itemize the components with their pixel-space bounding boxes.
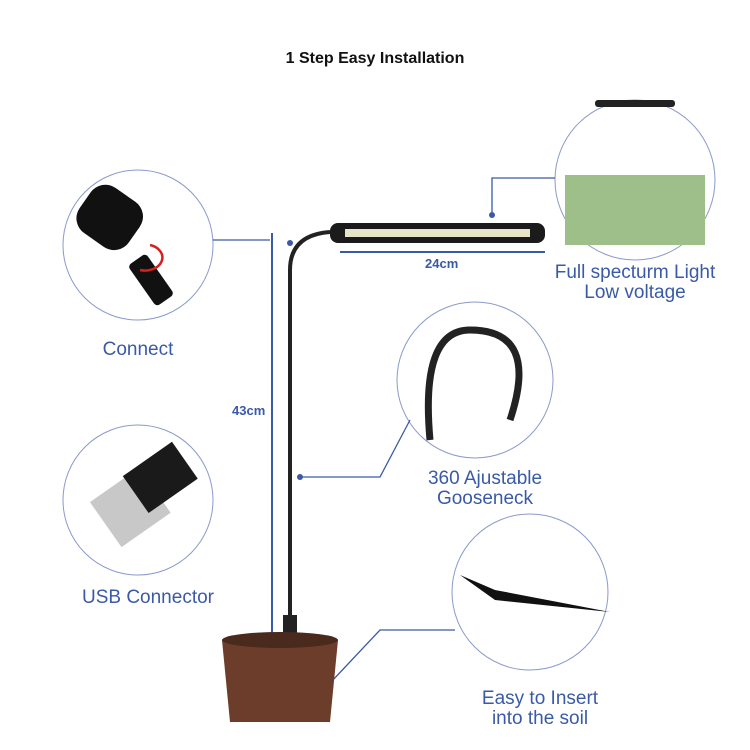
width-dimension: 24cm bbox=[425, 256, 459, 271]
soil-label-1: Easy to Insert bbox=[481, 688, 599, 709]
gooseneck-label-1: 360 Ajustable bbox=[427, 468, 543, 489]
light-label-2: Low voltage bbox=[584, 282, 686, 303]
gooseneck-circle bbox=[396, 301, 554, 459]
usb-label: USB Connector bbox=[81, 587, 214, 608]
gooseneck bbox=[288, 230, 331, 625]
soil-circle bbox=[451, 513, 609, 671]
connect-circle bbox=[62, 169, 214, 321]
height-dimension: 43cm bbox=[232, 403, 266, 418]
usb-circle bbox=[62, 424, 214, 576]
pot bbox=[222, 640, 338, 722]
title: 1 Step Easy Installation bbox=[285, 50, 465, 67]
gooseneck-label-2: Gooseneck bbox=[436, 488, 534, 509]
soil-label-2: into the soil bbox=[491, 708, 589, 729]
light-label-1: Full specturm Light bbox=[554, 262, 716, 283]
connect-label: Connect bbox=[102, 339, 174, 360]
